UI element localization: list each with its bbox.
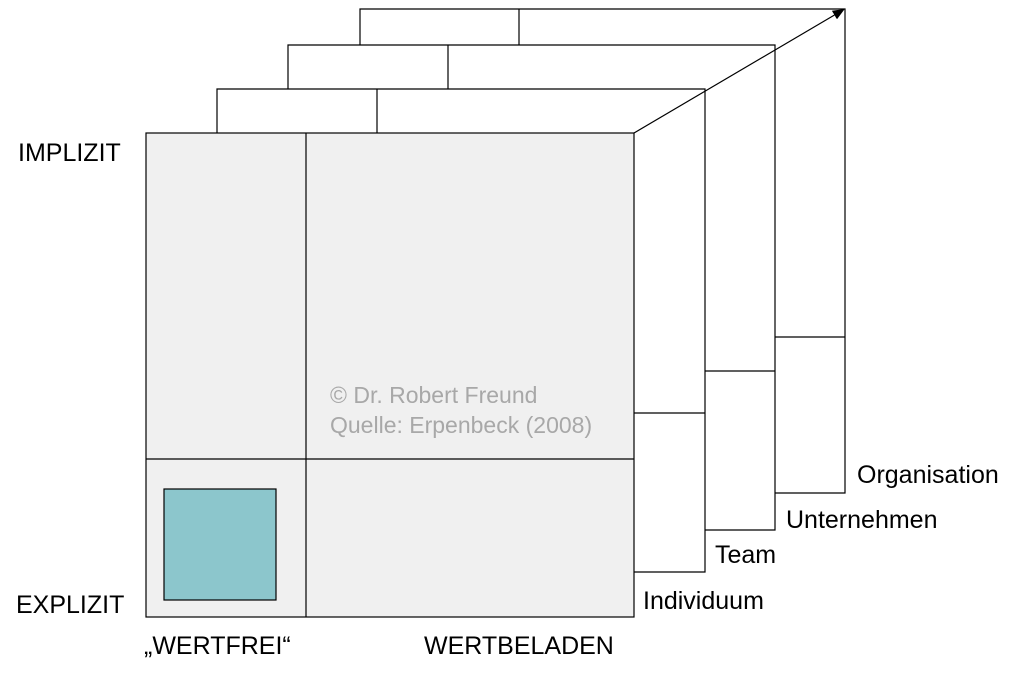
label-unternehmen: Unternehmen <box>786 506 937 534</box>
layer-team <box>216 88 706 573</box>
label-explizit: EXPLIZIT <box>16 591 124 619</box>
watermark-line-2: Quelle: Erpenbeck (2008) <box>330 412 592 438</box>
label-wertfrei: „WERTFREI“ <box>144 632 291 660</box>
depth-arrow <box>633 8 845 134</box>
label-individuum: Individuum <box>643 587 764 615</box>
layer-organisation <box>359 8 846 494</box>
label-wertbeladen: WERTBELADEN <box>424 632 614 660</box>
label-team: Team <box>715 541 776 569</box>
watermark-line-1: © Dr. Robert Freund <box>330 382 537 408</box>
layer-individuum-front-face <box>145 132 635 618</box>
layer-unternehmen <box>287 44 776 531</box>
label-implizit: IMPLIZIT <box>18 139 121 167</box>
highlight-cell-explicit-wertfrei <box>163 488 277 601</box>
label-organisation: Organisation <box>857 461 999 489</box>
